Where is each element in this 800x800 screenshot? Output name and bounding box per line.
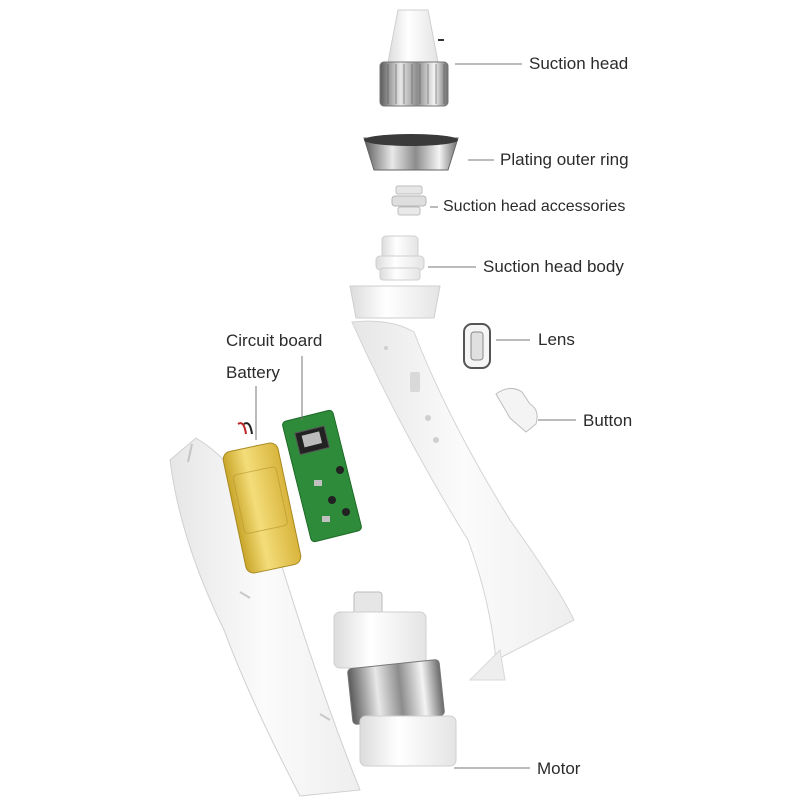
label-suction-head: Suction head bbox=[529, 54, 629, 73]
plating-outer-ring-part bbox=[363, 134, 459, 171]
label-motor: Motor bbox=[537, 759, 581, 778]
button-part bbox=[495, 388, 538, 433]
leader-lines bbox=[255, 63, 576, 769]
circuit-board-part bbox=[282, 409, 362, 543]
label-circuit-board: Circuit board bbox=[226, 331, 323, 350]
label-button: Button bbox=[583, 411, 633, 430]
label-lens: Lens bbox=[538, 330, 575, 349]
motor-part bbox=[333, 591, 457, 767]
label-plating-outer-ring: Plating outer ring bbox=[500, 150, 629, 169]
main-handle-part bbox=[351, 320, 575, 681]
suction-head-accessories-part bbox=[391, 185, 427, 216]
label-suction-head-accessories: Suction head accessories bbox=[443, 198, 626, 215]
battery-part bbox=[222, 422, 302, 574]
suction-head-body-part bbox=[349, 235, 441, 319]
label-suction-head-body: Suction head body bbox=[483, 257, 624, 276]
lens-part bbox=[463, 323, 491, 369]
suction-head-part bbox=[379, 9, 449, 107]
label-battery: Battery bbox=[226, 363, 280, 382]
